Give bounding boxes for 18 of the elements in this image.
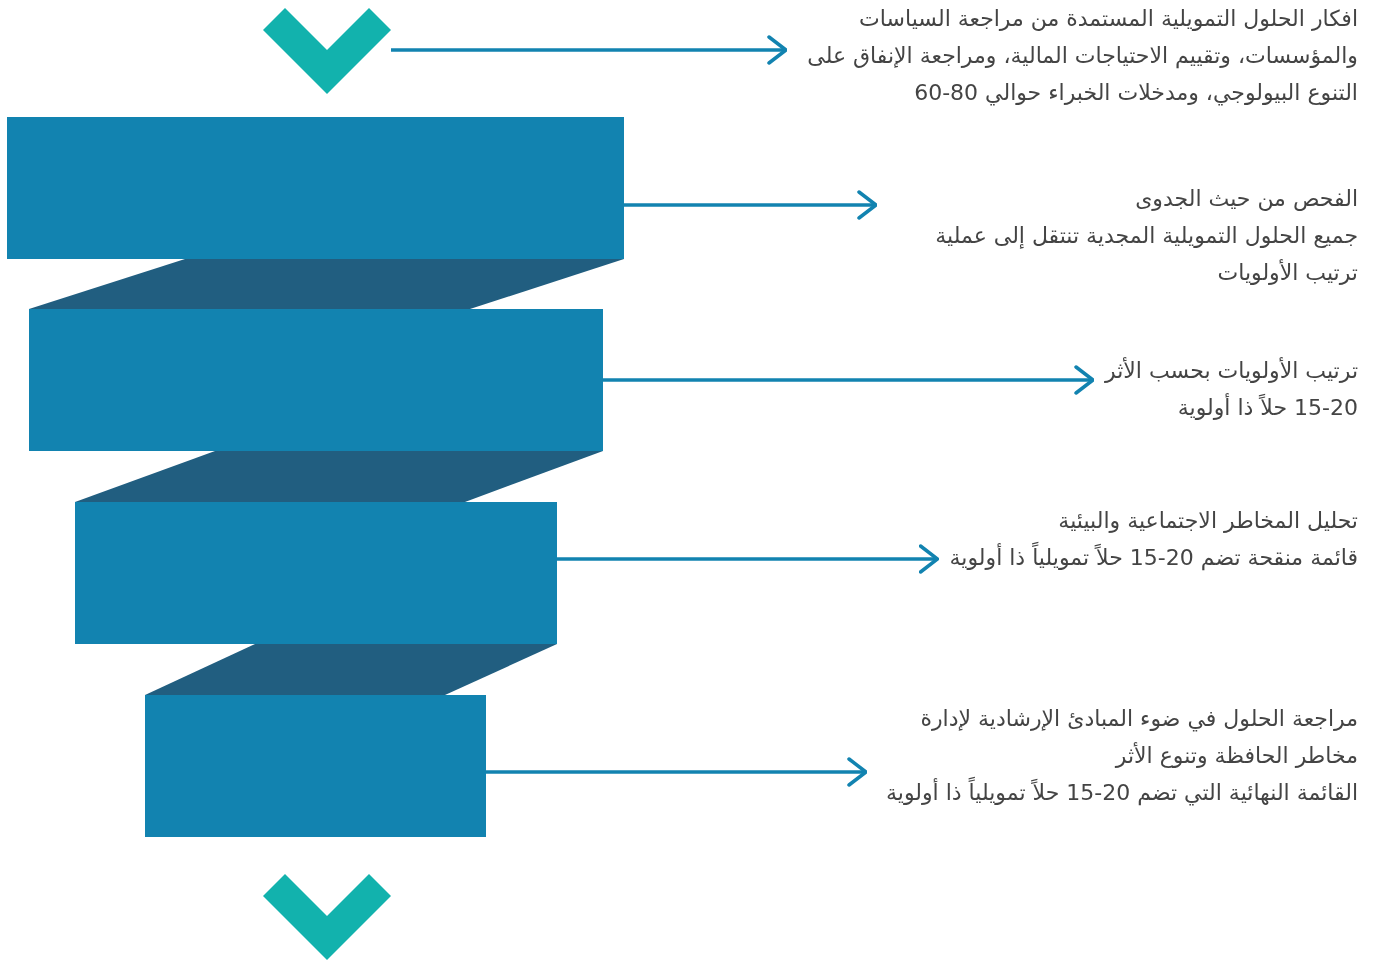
step-description: 15-20 حلاً ذا أولوية [1176,392,1358,422]
step-heading: ترتيب الأولويات بحسب الأثر [1105,356,1358,385]
step-description: جميع الحلول التمويلية المجدية تنتقل إلى عملية ترتيب الأولويات [934,222,1358,287]
arrow [391,35,788,65]
funnel-band [145,695,486,837]
funnel-band [75,502,557,644]
funnel-band [29,309,603,451]
step-heading: الفحص من حيث الجدوى [1134,185,1358,213]
funnel-band [7,117,624,259]
step-heading: مراجعة الحلول في ضوء المبادئ الإرشادية لإدارة مخاطر الحافظة وتنوع الأثر [919,705,1358,770]
step-heading: تحليل المخاطر الاجتماعية والبيئية [1057,507,1358,535]
arrow [624,190,878,220]
arrow [486,757,868,787]
step-description: افكار الحلول التمويلية المستمدة من مراجعة السياسات والمؤسسات، وتقييم الاحتياجات المالية، ومراجعة الإنفاق على التنوع البيولوجي، ومدخلات الخبراء حوالي 80-60 [806,5,1358,108]
arrow [557,544,940,574]
step-description: القائمة النهائية التي تضم 20-15 حلاً تمويلياً ذا أولوية [878,774,1358,811]
arrow [603,365,1095,395]
step-description: قائمة منقحة تضم 20-15 حلاً تمويلياً ذا أولوية [949,539,1358,576]
